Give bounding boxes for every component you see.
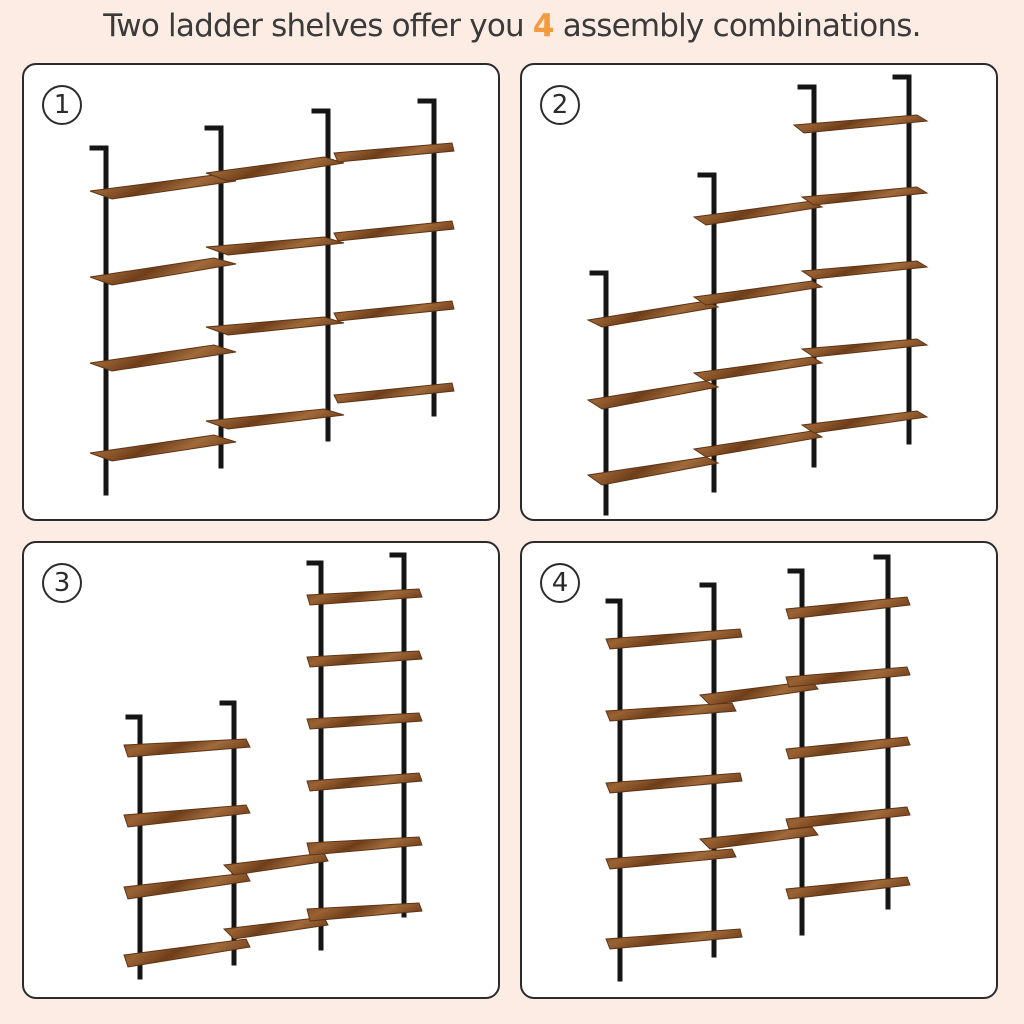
combination-number-badge: 1 bbox=[42, 85, 82, 125]
combination-number-badge: 2 bbox=[540, 85, 580, 125]
headline-prefix: Two ladder shelves offer you bbox=[103, 8, 533, 44]
combination-panel-4: 4 bbox=[520, 541, 998, 999]
combination-number-badge: 3 bbox=[42, 563, 82, 603]
combination-panel-1: 1 bbox=[22, 63, 500, 521]
shelf-illustration-1 bbox=[89, 98, 455, 496]
shelf-illustration-4 bbox=[605, 554, 911, 982]
combination-number-badge: 4 bbox=[540, 563, 580, 603]
headline: Two ladder shelves offer you 4 assembly … bbox=[0, 8, 1024, 44]
headline-suffix: assembly combinations. bbox=[553, 8, 922, 44]
shelf-illustration-3 bbox=[123, 552, 423, 980]
headline-highlight-number: 4 bbox=[532, 8, 555, 44]
combination-panel-3: 3 bbox=[22, 541, 500, 999]
combination-panel-2: 2 bbox=[520, 63, 998, 521]
shelf-illustration-2 bbox=[586, 74, 929, 516]
